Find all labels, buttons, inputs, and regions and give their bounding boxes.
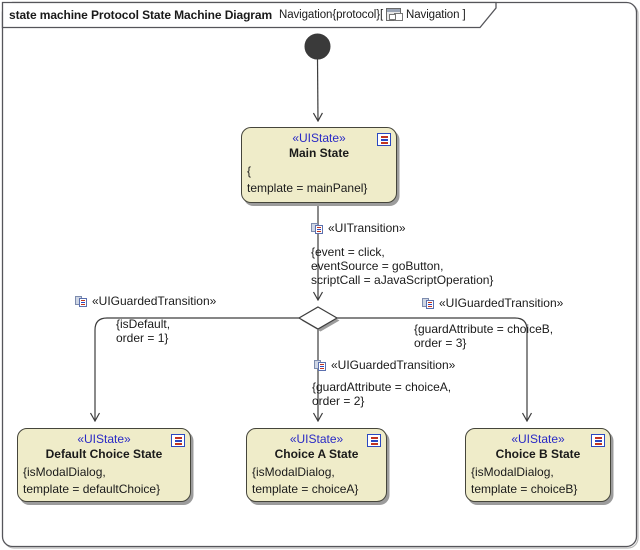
navigation-diagram-icon [386,8,402,21]
transition-property: order = 3} [414,336,467,350]
transition-guard-text[interactable]: {guardAttribute = choiceA, order = 2} [312,380,451,408]
state-choice-a[interactable]: «UIState» Choice A State {isModalDialog,… [246,428,387,502]
composite-state-icon [591,434,605,447]
state-choice-b[interactable]: «UIState» Choice B State {isModalDialog,… [465,428,611,502]
transition-label-guard-choice-a[interactable]: «UIGuardedTransition» [314,359,455,372]
transition-property: order = 2} [312,394,365,408]
state-name: Choice B State [495,447,581,461]
frame-title-name: state machine Protocol State Machine Dia… [9,7,273,22]
state-property: {isModalDialog, [23,465,106,479]
transition-guard-text[interactable]: {guardAttribute = choiceB, order = 3} [414,322,553,350]
stereotype-note-icon [314,359,327,372]
state-name: Main State [288,146,349,160]
state-property: {isModalDialog, [252,465,335,479]
transition-label-guard-choice-b[interactable]: «UIGuardedTransition» [422,297,563,310]
state-stereotype: «UIState» [511,432,565,446]
transition-label-guard-default[interactable]: «UIGuardedTransition» [75,295,216,308]
transition-property: {guardAttribute = choiceB, [414,322,554,336]
transition-property: order = 1} [116,331,169,345]
stereotype-note-icon [311,222,324,235]
state-stereotype: «UIState» [292,131,346,145]
frame-title-link[interactable]: Navigation ] [406,8,466,21]
transition-stereotype: «UIGuardedTransition» [92,294,217,308]
transition-stereotype: «UIGuardedTransition» [439,296,564,310]
transition-property: {isDefault, [116,317,171,331]
state-property: template = mainPanel} [247,181,368,195]
state-property: template = choiceB} [471,482,578,496]
transition-line-choice-to-b[interactable] [337,317,527,421]
transition-line-initial-to-main[interactable] [318,58,319,121]
composite-state-icon [377,133,391,146]
state-property: template = choiceA} [252,482,359,496]
transition-stereotype: «UIGuardedTransition» [331,358,456,372]
transition-property: eventSource = goButton, [311,259,444,273]
composite-state-icon [171,434,185,447]
initial-state-node[interactable] [304,33,331,60]
state-property: { [247,164,252,178]
transition-property: scriptCall = aJavaScriptOperation} [311,273,494,287]
transition-guard-text[interactable]: {isDefault, order = 1} [116,317,170,345]
stereotype-note-icon [75,295,88,308]
transition-guard-text[interactable]: {event = click, eventSource = goButton, … [311,245,493,287]
composite-state-icon [367,434,381,447]
frame-title-context: Navigation{protocol}[ [279,8,384,21]
state-name: Choice A State [274,447,359,461]
state-main[interactable]: «UIState» Main State { template = mainPa… [241,127,397,203]
state-property: template = defaultChoice} [23,482,161,496]
transition-property: {guardAttribute = choiceA, [312,380,452,394]
state-stereotype: «UIState» [77,432,131,446]
transition-label-ui-transition[interactable]: «UITransition» [311,222,406,235]
diagram-frame-tab [1,1,497,29]
frame-title: state machine Protocol State Machine Dia… [9,5,487,24]
state-default-choice[interactable]: «UIState» Default Choice State {isModalD… [17,428,191,502]
transition-line-choice-to-default[interactable] [95,317,299,421]
state-stereotype: «UIState» [289,432,344,446]
transition-stereotype: «UITransition» [328,221,406,235]
choice-diamond[interactable] [297,306,339,330]
state-property: {isModalDialog, [471,465,554,479]
state-name: Default Choice State [45,447,163,461]
transition-property: {event = click, [311,245,385,259]
stereotype-note-icon [422,297,435,310]
